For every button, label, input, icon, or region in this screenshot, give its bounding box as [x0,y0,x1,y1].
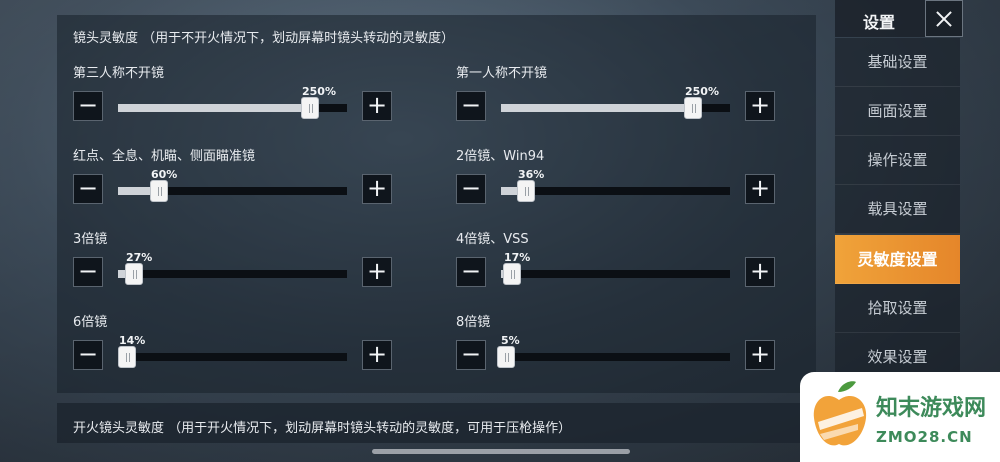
increase-button[interactable]: + [745,91,775,121]
decrease-button[interactable]: − [73,174,103,204]
slider-setting-5: 4倍镜、VSS − 17% + [456,228,776,298]
sidebar-item-sensitivity[interactable]: 灵敏度设置 [835,235,960,284]
decrease-button[interactable]: − [456,340,486,370]
decrease-button[interactable]: − [456,257,486,287]
slider-label: 8倍镜 [456,315,491,330]
slider-fill [501,187,526,195]
slider-setting-7: 8倍镜 − 5% + [456,311,776,381]
slider-handle[interactable] [301,97,319,119]
section-title: 镜头灵敏度 （用于不开火情况下，划动屏幕时镜头转动的灵敏度） [73,31,455,46]
sidebar-item-graphics[interactable]: 画面设置 [835,87,960,136]
decrease-button[interactable]: − [456,174,486,204]
sidebar-item-basic[interactable]: 基础设置 [835,38,960,87]
slider-label: 第一人称不开镜 [456,66,548,81]
decrease-button[interactable]: − [73,257,103,287]
slider-setting-6: 6倍镜 − 14% + [73,311,393,381]
sidebar-item-controls[interactable]: 操作设置 [835,136,960,185]
slider-fill [501,104,693,112]
slider-setting-2: 红点、全息、机瞄、侧面瞄准镜 − 60% + [73,145,393,215]
slider-fill [118,187,159,195]
slider-handle[interactable] [118,346,136,368]
slider-handle[interactable] [125,263,143,285]
slider-setting-0: 第三人称不开镜 − 250% + [73,62,393,132]
slider-value: 5% [501,334,520,347]
watermark-url: ZMO28.CN [876,428,973,446]
slider-value: 250% [685,85,719,98]
sidebar-item-pickup[interactable]: 拾取设置 [835,284,960,333]
apple-logo-icon [813,381,867,446]
watermark-name: 知末游戏网 [876,396,987,421]
slider-handle[interactable] [497,346,515,368]
close-icon[interactable] [925,0,963,37]
slider-value: 27% [126,251,153,264]
slider-track[interactable] [501,97,730,119]
slider-label: 2倍镜、Win94 [456,149,545,164]
slider-value: 17% [504,251,531,264]
increase-button[interactable]: + [362,257,392,287]
decrease-button[interactable]: − [73,91,103,121]
slider-value: 36% [518,168,545,181]
slider-setting-3: 2倍镜、Win94 − 36% + [456,145,776,215]
sensitivity-panel: 镜头灵敏度 （用于不开火情况下，划动屏幕时镜头转动的灵敏度） 第三人称不开镜 −… [57,15,816,393]
slider-track[interactable] [501,263,730,285]
increase-button[interactable]: + [362,340,392,370]
increase-button[interactable]: + [745,340,775,370]
decrease-button[interactable]: − [456,91,486,121]
slider-value: 14% [119,334,146,347]
slider-handle[interactable] [684,97,702,119]
watermark: 知末游戏网 ZMO28.CN [800,372,1000,462]
sidebar-item-vehicle[interactable]: 载具设置 [835,185,960,234]
slider-track[interactable] [118,346,347,368]
slider-value: 60% [151,168,178,181]
decrease-button[interactable]: − [73,340,103,370]
slider-track[interactable] [497,346,730,368]
increase-button[interactable]: + [745,174,775,204]
slider-fill [118,104,310,112]
slider-handle[interactable] [503,263,521,285]
increase-button[interactable]: + [745,257,775,287]
slider-track[interactable] [118,97,347,119]
slider-handle[interactable] [150,180,168,202]
increase-button[interactable]: + [362,174,392,204]
fire-sensitivity-section[interactable]: 开火镜头灵敏度 （用于开火情况下，划动屏幕时镜头转动的灵敏度，可用于压枪操作） [57,403,816,443]
slider-track[interactable] [501,180,730,202]
slider-setting-4: 3倍镜 − 27% + [73,228,393,298]
slider-label: 红点、全息、机瞄、侧面瞄准镜 [73,149,256,164]
slider-track[interactable] [118,180,347,202]
slider-setting-1: 第一人称不开镜 − 250% + [456,62,776,132]
fire-sensitivity-title: 开火镜头灵敏度 （用于开火情况下，划动屏幕时镜头转动的灵敏度，可用于压枪操作） [73,421,572,436]
increase-button[interactable]: + [362,91,392,121]
slider-label: 6倍镜 [73,315,108,330]
settings-title: 设置 [863,13,896,32]
slider-handle[interactable] [517,180,535,202]
slider-label: 3倍镜 [73,232,108,247]
slider-value: 250% [302,85,336,98]
slider-label: 4倍镜、VSS [456,232,529,247]
slider-label: 第三人称不开镜 [73,66,165,81]
slider-track[interactable] [118,263,347,285]
home-indicator[interactable] [372,449,630,454]
